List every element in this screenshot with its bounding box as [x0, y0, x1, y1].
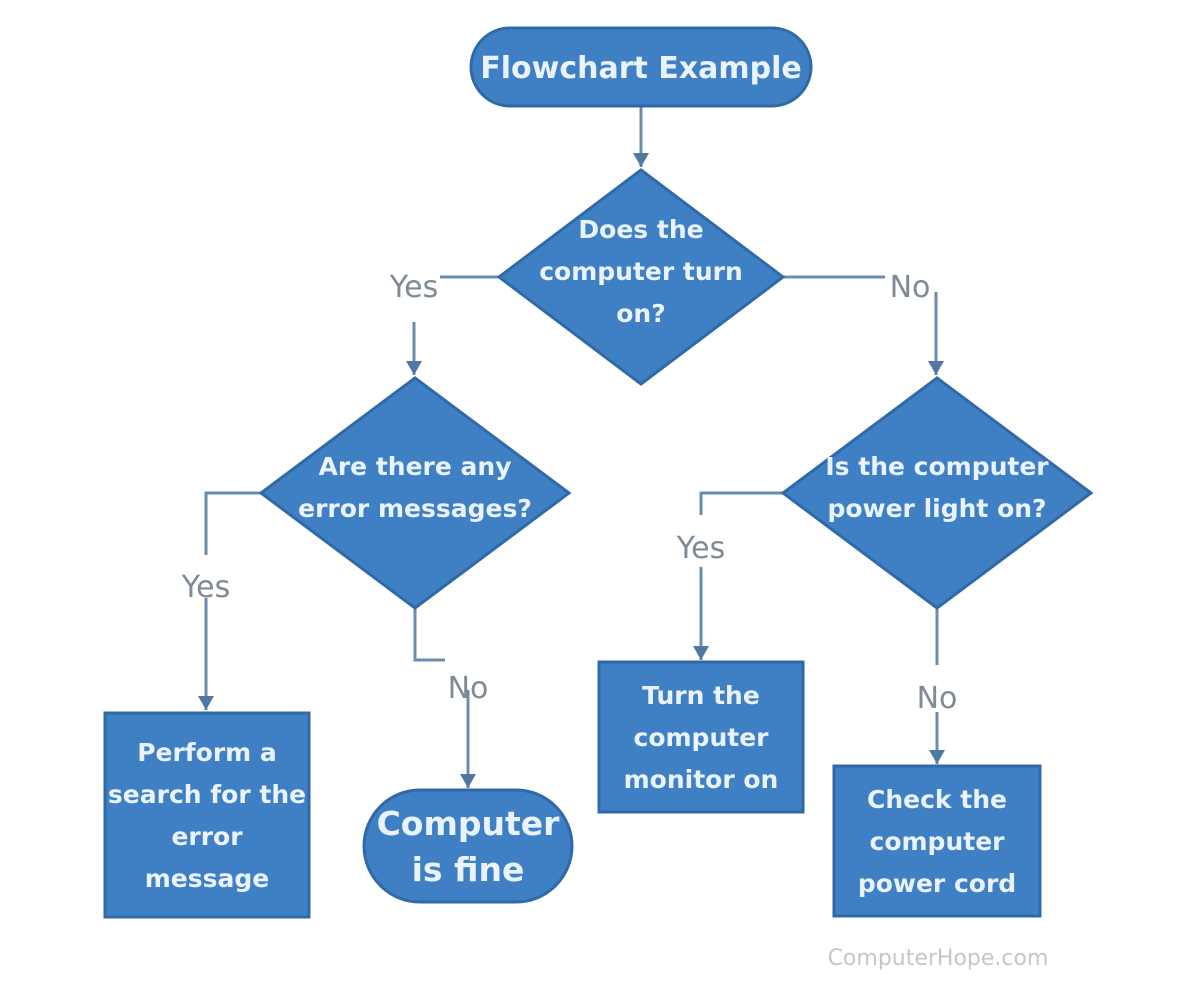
node-q2: Are there any error messages?	[258, 376, 572, 610]
node-a1: Perform a search for the error message	[103, 711, 311, 919]
process-box	[832, 764, 1042, 918]
connector-line	[204, 491, 261, 555]
edge-label-no: No	[890, 270, 931, 305]
node-text-line: Turn the	[642, 681, 760, 710]
terminator-shape	[469, 26, 813, 108]
node-start: Flowchart Example	[469, 26, 813, 108]
node-text-line: computer turn	[539, 257, 743, 286]
decision-diamond	[496, 168, 786, 386]
node-text-line: Flowchart Example	[480, 51, 802, 86]
arrowhead-icon	[198, 696, 214, 710]
node-text-line: power cord	[858, 869, 1016, 898]
node-end: Computer is fine	[362, 788, 574, 904]
connector-start-to-q1	[633, 106, 649, 167]
connector-q1-to-q2	[406, 275, 499, 375]
node-text-line: Computer	[377, 804, 561, 843]
node-text-line: Check the	[867, 785, 1007, 814]
arrowhead-icon	[928, 361, 944, 375]
node-text-line: on?	[616, 299, 665, 328]
connectors-layer	[198, 106, 945, 788]
decision-diamond	[258, 376, 572, 610]
connector-line	[413, 608, 445, 662]
node-text-line: power light on?	[827, 494, 1046, 523]
edge-label-yes: Yes	[181, 570, 230, 605]
decision-diamond	[780, 376, 1094, 610]
arrowhead-icon	[693, 646, 709, 660]
node-text-line: computer	[634, 723, 770, 752]
node-text-line: Does the	[578, 215, 703, 244]
process-box	[103, 711, 311, 919]
edge-label-yes: Yes	[389, 270, 438, 305]
connector-q3-to-a3	[929, 608, 945, 764]
node-a3: Check the computer power cord	[832, 764, 1042, 918]
process-box	[597, 660, 805, 814]
node-q1: Does the computer turn on?	[496, 168, 786, 386]
arrowhead-icon	[633, 153, 649, 167]
arrowhead-icon	[460, 774, 476, 788]
edge-label-no: No	[448, 671, 489, 706]
node-text-line: message	[145, 864, 270, 893]
node-text-line: error messages?	[298, 494, 532, 523]
terminator-shape	[362, 788, 574, 904]
arrowhead-icon	[929, 750, 945, 764]
node-q3: Is the computer power light on?	[780, 376, 1094, 610]
node-text-line: Are there any	[319, 452, 512, 481]
node-text-line: error	[171, 822, 243, 851]
node-text-line: Is the computer	[825, 452, 1049, 481]
connector-line	[699, 491, 783, 515]
node-text-line: computer	[870, 827, 1006, 856]
node-text-line: monitor on	[624, 765, 779, 794]
node-a2: Turn the computer monitor on	[597, 660, 805, 814]
connector-q2-to-a1	[198, 491, 261, 710]
node-text-line: Perform a	[137, 738, 277, 767]
edge-label-yes: Yes	[676, 531, 725, 566]
node-text-line: search for the	[108, 780, 306, 809]
node-text-line: is fine	[412, 850, 525, 889]
connector-q1-to-q3	[783, 275, 944, 375]
arrowhead-icon	[406, 361, 422, 375]
edge-label-no: No	[917, 681, 958, 716]
connector-q3-to-a2	[693, 491, 783, 660]
watermark: ComputerHope.com	[828, 946, 1049, 971]
connector-q2-to-end	[413, 608, 476, 788]
